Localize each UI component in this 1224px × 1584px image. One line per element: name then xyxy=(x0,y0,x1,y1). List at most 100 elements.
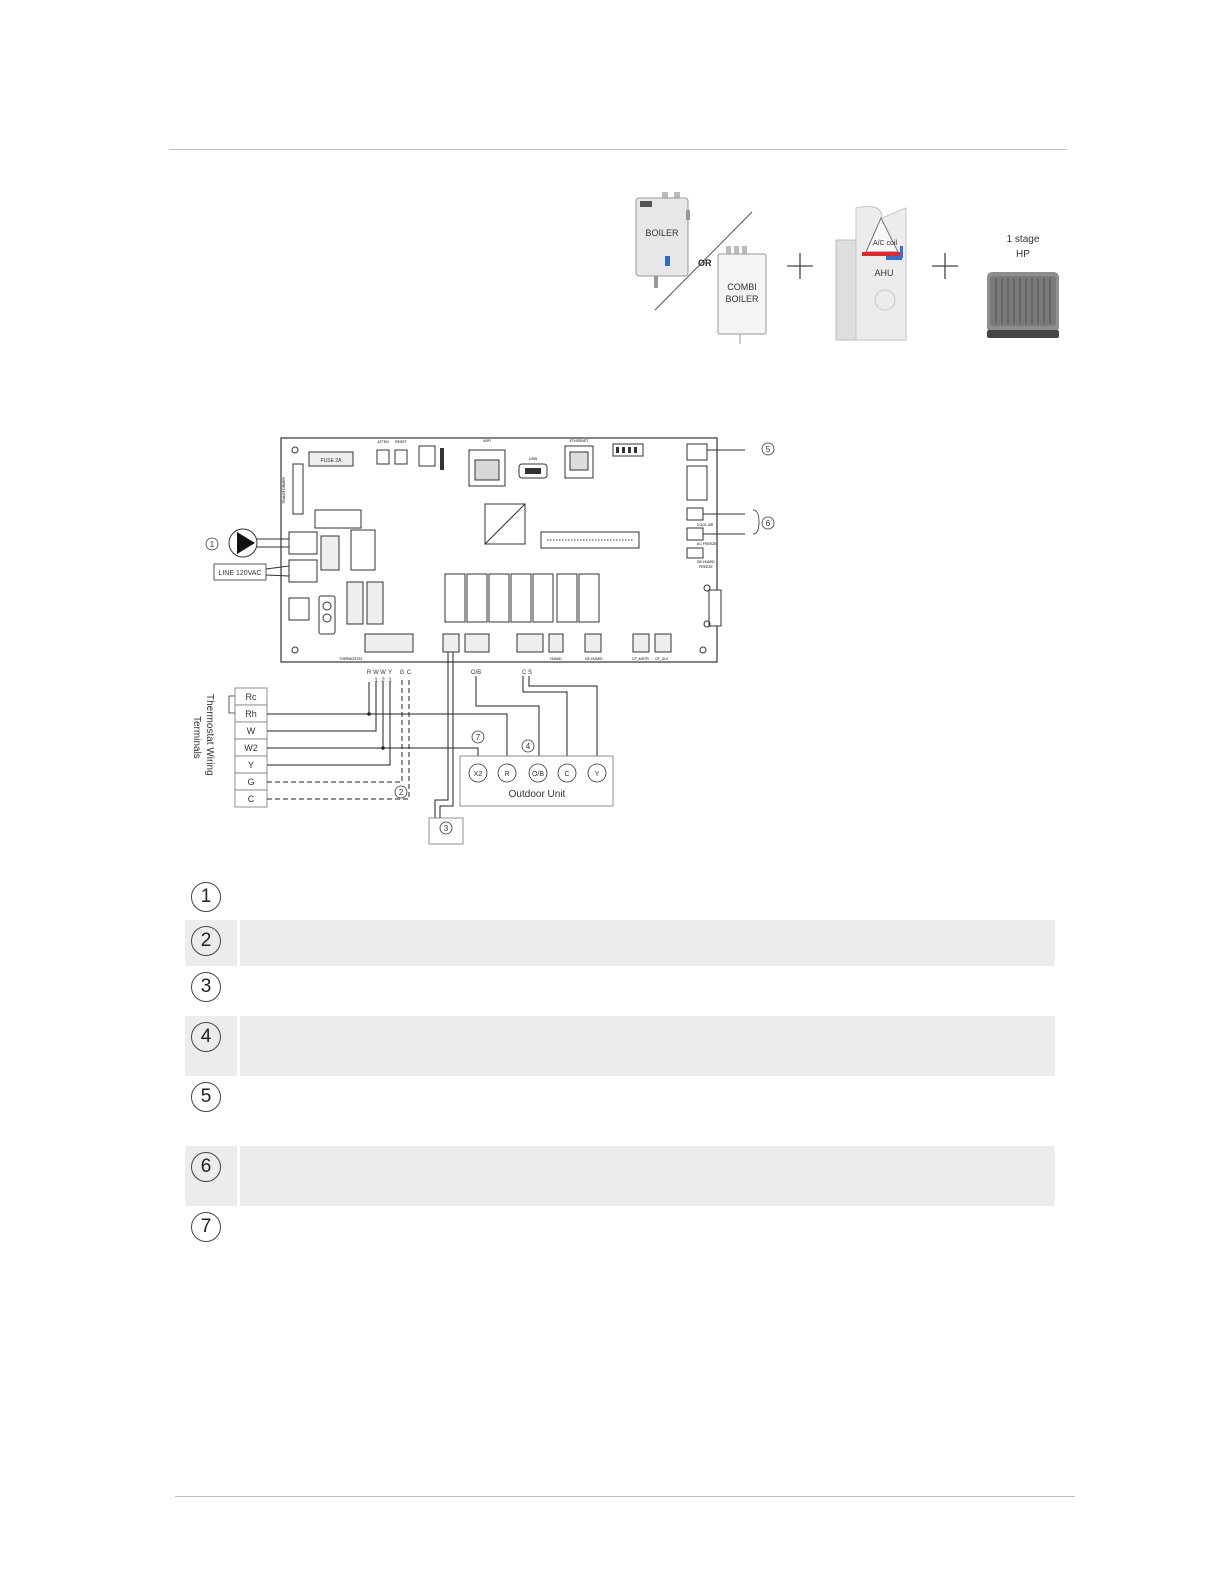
legend-number: 4 xyxy=(191,1022,221,1052)
board-terminal-y: Y xyxy=(388,670,392,676)
legend-description xyxy=(240,1206,1055,1254)
board-label-transformer: TRANSFORMER xyxy=(282,477,286,505)
legend-row-5: 5 xyxy=(185,1076,1055,1146)
thermostat-title-line1: Thermostat Wiring xyxy=(204,694,215,776)
legend-number: 2 xyxy=(191,926,221,956)
boiler-illustration: BOILER xyxy=(635,192,690,288)
board-label-dehumid: DE-HUMID xyxy=(585,657,603,661)
reset-button xyxy=(394,449,408,465)
outdoor-terminal-c: C xyxy=(564,771,569,778)
outdoor-terminal-ob: O/B xyxy=(532,771,544,778)
board-label-attn: ATTEN xyxy=(377,440,389,444)
svg-text:7: 7 xyxy=(476,733,481,742)
tstat-terminal-rc: Rc xyxy=(246,692,257,702)
outdoor-terminal-r: R xyxy=(504,771,509,778)
legend-number-cell: 4 xyxy=(185,1016,237,1076)
heat-pump-illustration: 1 stage HP xyxy=(987,234,1059,338)
legend-number: 5 xyxy=(191,1082,221,1112)
legend-row-1: 1 xyxy=(185,876,1055,920)
legend-description xyxy=(240,966,1055,1016)
callout-5: 5 xyxy=(761,442,775,456)
legend-description xyxy=(240,1146,1055,1206)
board-label-usb: USB xyxy=(529,456,538,461)
legend-number: 7 xyxy=(191,1212,221,1242)
svg-text:2: 2 xyxy=(399,788,404,797)
callout-4: 4 xyxy=(521,739,535,753)
svg-text:5: 5 xyxy=(766,445,771,454)
callout-7: 7 xyxy=(471,730,485,744)
legend-number-cell: 7 xyxy=(185,1206,237,1254)
board-label-ot-slv: OT_SLV xyxy=(655,657,669,661)
combi-boiler-illustration: COMBI BOILER xyxy=(717,246,767,344)
tstat-terminal-rh: Rh xyxy=(245,709,257,719)
board-label-fuse: FUSE 2A xyxy=(321,458,343,464)
ahu-illustration: A/C coil AHU xyxy=(835,205,907,341)
legend-description xyxy=(240,876,1055,920)
legend-row-3: 3 xyxy=(185,966,1055,1016)
ahu-label: AHU xyxy=(874,268,893,278)
plus-sign xyxy=(932,253,958,279)
board-label-thermostat: THERMOSTAT xyxy=(339,657,363,661)
outdoor-terminal-y: Y xyxy=(595,771,600,778)
ac-coil-label: A/C coil xyxy=(873,240,898,247)
thermostat-title-line2: Terminals xyxy=(191,716,202,759)
legend-description xyxy=(240,1016,1055,1076)
legend-row-6: 6 xyxy=(185,1146,1055,1206)
legend-number: 3 xyxy=(191,972,221,1002)
board-label-ot-mstr: OT_MSTR xyxy=(632,657,649,661)
legend-number-cell: 1 xyxy=(185,876,237,920)
board-label-ac-freeze: AC FREEZE xyxy=(697,542,717,546)
board-label-cool-air: COOL AIR xyxy=(697,523,714,527)
header-rule xyxy=(169,149,1067,150)
board-label-wifi: WIFI xyxy=(483,439,490,443)
legend-number-cell: 5 xyxy=(185,1076,237,1146)
board-label-humid: HUMID xyxy=(550,657,562,661)
tstat-terminal-w: W xyxy=(247,726,256,736)
board-label-reset: RESET xyxy=(395,440,408,444)
legend-row-2: 2 xyxy=(185,920,1055,966)
tstat-terminal-w2: W2 xyxy=(244,743,258,753)
board-terminal-digit-3: 1 xyxy=(388,678,392,684)
combi-label-line2: BOILER xyxy=(725,294,759,304)
ob-label: O/B xyxy=(471,670,481,676)
legend-row-7: 7 xyxy=(185,1206,1055,1254)
board-terminal-c: C xyxy=(407,670,412,676)
tstat-terminal-y: Y xyxy=(248,760,254,770)
callout-2: 2 xyxy=(394,785,408,799)
board-label-freeze: FREEZE xyxy=(699,565,713,569)
outdoor-terminal-x2: X2 xyxy=(474,771,483,778)
footer-rule xyxy=(175,1496,1075,1497)
callout-1: 1 xyxy=(205,537,219,551)
plus-sign xyxy=(787,253,813,279)
cs-label: C S xyxy=(522,670,532,676)
board-terminal-w1: W xyxy=(373,670,379,676)
svg-text:3: 3 xyxy=(444,824,449,833)
line-120vac-label: LINE 120VAC xyxy=(218,570,261,577)
hp-label-line2: HP xyxy=(1016,249,1030,260)
wiring-diagram: FUSE 2A ATTEN RESET WIFI USB ETHERNET TR… xyxy=(191,437,775,845)
legend-description xyxy=(240,920,1055,966)
legend-number-cell: 6 xyxy=(185,1146,237,1206)
tstat-terminal-g: G xyxy=(247,777,254,787)
boiler-label: BOILER xyxy=(645,228,679,238)
legend-row-4: 4 xyxy=(185,1016,1055,1076)
board-terminal-g: G xyxy=(400,670,405,676)
svg-text:1: 1 xyxy=(210,540,215,549)
board-terminal-w2: W xyxy=(380,670,386,676)
legend-number: 6 xyxy=(191,1152,221,1182)
board-label-ethernet: ETHERNET xyxy=(570,439,590,443)
combi-label-line1: COMBI xyxy=(727,282,757,292)
callout-3: 3 xyxy=(439,821,453,835)
legend-number-cell: 3 xyxy=(185,966,237,1016)
attn-button xyxy=(376,449,390,465)
outdoor-unit-label: Outdoor Unit xyxy=(509,789,566,800)
tstat-terminal-c: C xyxy=(248,794,255,804)
legend-number: 1 xyxy=(191,882,221,912)
legend-number-cell: 2 xyxy=(185,920,237,966)
svg-text:6: 6 xyxy=(766,519,771,528)
or-label: OR xyxy=(698,258,712,268)
system-combination-illustration: BOILER OR COMBI BOILER A/C coil AHU 1 st… xyxy=(635,192,1059,344)
board-terminal-digit-2: 2 xyxy=(381,678,385,684)
legend-description xyxy=(240,1076,1055,1146)
hp-label-line1: 1 stage xyxy=(1007,234,1040,245)
